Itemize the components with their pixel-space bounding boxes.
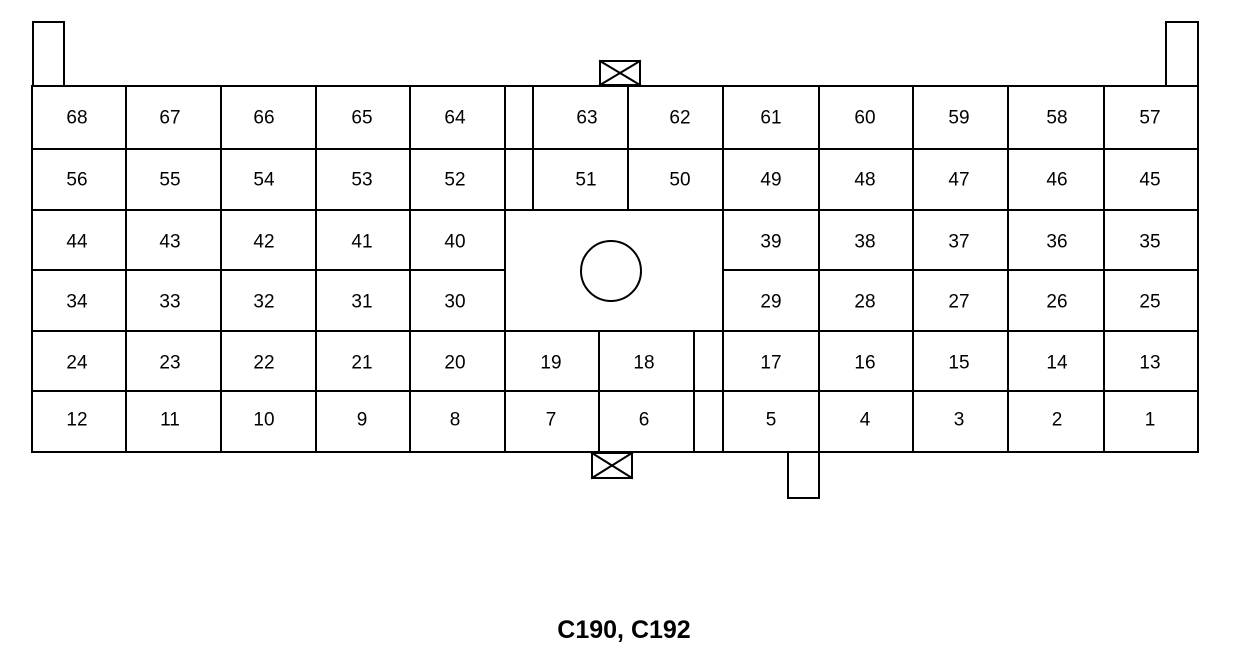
pin-40: 40 (444, 232, 465, 253)
pin-30: 30 (444, 292, 465, 313)
pin-62: 62 (669, 108, 690, 129)
pin-64: 64 (444, 108, 466, 129)
pin-57: 57 (1139, 108, 1160, 129)
pin-1: 1 (1145, 410, 1156, 431)
pin-53: 53 (351, 170, 372, 191)
pin-65: 65 (351, 108, 372, 129)
pin-9: 9 (357, 410, 368, 431)
pin-43: 43 (159, 232, 180, 253)
pin-10: 10 (253, 410, 274, 431)
pin-3: 3 (954, 410, 965, 431)
pin-35: 35 (1139, 232, 1160, 253)
pin-58: 58 (1046, 108, 1067, 129)
pin-60: 60 (854, 108, 875, 129)
pin-13: 13 (1139, 353, 1160, 374)
pin-27: 27 (948, 292, 969, 313)
pin-2: 2 (1052, 410, 1063, 431)
pin-39: 39 (760, 232, 781, 253)
pin-5: 5 (766, 410, 777, 431)
pin-45: 45 (1139, 170, 1160, 191)
pin-7: 7 (546, 410, 557, 431)
pin-44: 44 (66, 232, 88, 253)
pin-6: 6 (639, 410, 650, 431)
pin-21: 21 (351, 353, 372, 374)
pin-41: 41 (351, 232, 372, 253)
pin-17: 17 (760, 353, 781, 374)
pin-48: 48 (854, 170, 875, 191)
pin-56: 56 (66, 170, 87, 191)
pin-18: 18 (633, 353, 654, 374)
pin-52: 52 (444, 170, 465, 191)
pin-19: 19 (540, 353, 561, 374)
bottom-x-marker (590, 451, 634, 480)
pin-28: 28 (854, 292, 875, 313)
pin-32: 32 (253, 292, 274, 313)
left-latch (32, 21, 65, 86)
pin-54: 54 (253, 170, 275, 191)
pin-24: 24 (66, 353, 88, 374)
right-latch (1165, 21, 1199, 86)
pin-51: 51 (575, 170, 596, 191)
pin-61: 61 (760, 108, 781, 129)
pin-67: 67 (159, 108, 180, 129)
pin-11: 11 (160, 410, 180, 431)
pin-4: 4 (860, 410, 871, 431)
pin-68: 68 (66, 108, 87, 129)
pin-26: 26 (1046, 292, 1067, 313)
pin-29: 29 (760, 292, 781, 313)
pin-50: 50 (669, 170, 690, 191)
pin-63: 63 (576, 108, 597, 129)
pin-16: 16 (854, 353, 875, 374)
pin-12: 12 (66, 410, 87, 431)
pin-66: 66 (253, 108, 274, 129)
pin-labels: 68 67 66 65 64 63 62 61 60 59 58 57 56 5… (66, 108, 1160, 431)
pin-33: 33 (159, 292, 180, 313)
bottom-key-tab (787, 452, 820, 499)
pin-46: 46 (1046, 170, 1067, 191)
pin-47: 47 (948, 170, 969, 191)
pin-15: 15 (948, 353, 969, 374)
pin-49: 49 (760, 170, 781, 191)
pin-38: 38 (854, 232, 875, 253)
pin-23: 23 (159, 353, 180, 374)
pin-22: 22 (253, 353, 274, 374)
center-post (580, 240, 642, 302)
pin-14: 14 (1046, 353, 1068, 374)
top-x-marker (598, 59, 642, 87)
pin-42: 42 (253, 232, 274, 253)
pin-59: 59 (948, 108, 969, 129)
pin-36: 36 (1046, 232, 1067, 253)
pin-25: 25 (1139, 292, 1160, 313)
connector-outline (31, 21, 1199, 499)
pin-55: 55 (159, 170, 180, 191)
connector-caption: C190, C192 (557, 616, 691, 644)
pin-8: 8 (450, 410, 461, 431)
pin-34: 34 (66, 292, 88, 313)
pin-31: 31 (351, 292, 372, 313)
pin-37: 37 (948, 232, 969, 253)
pin-20: 20 (444, 353, 465, 374)
